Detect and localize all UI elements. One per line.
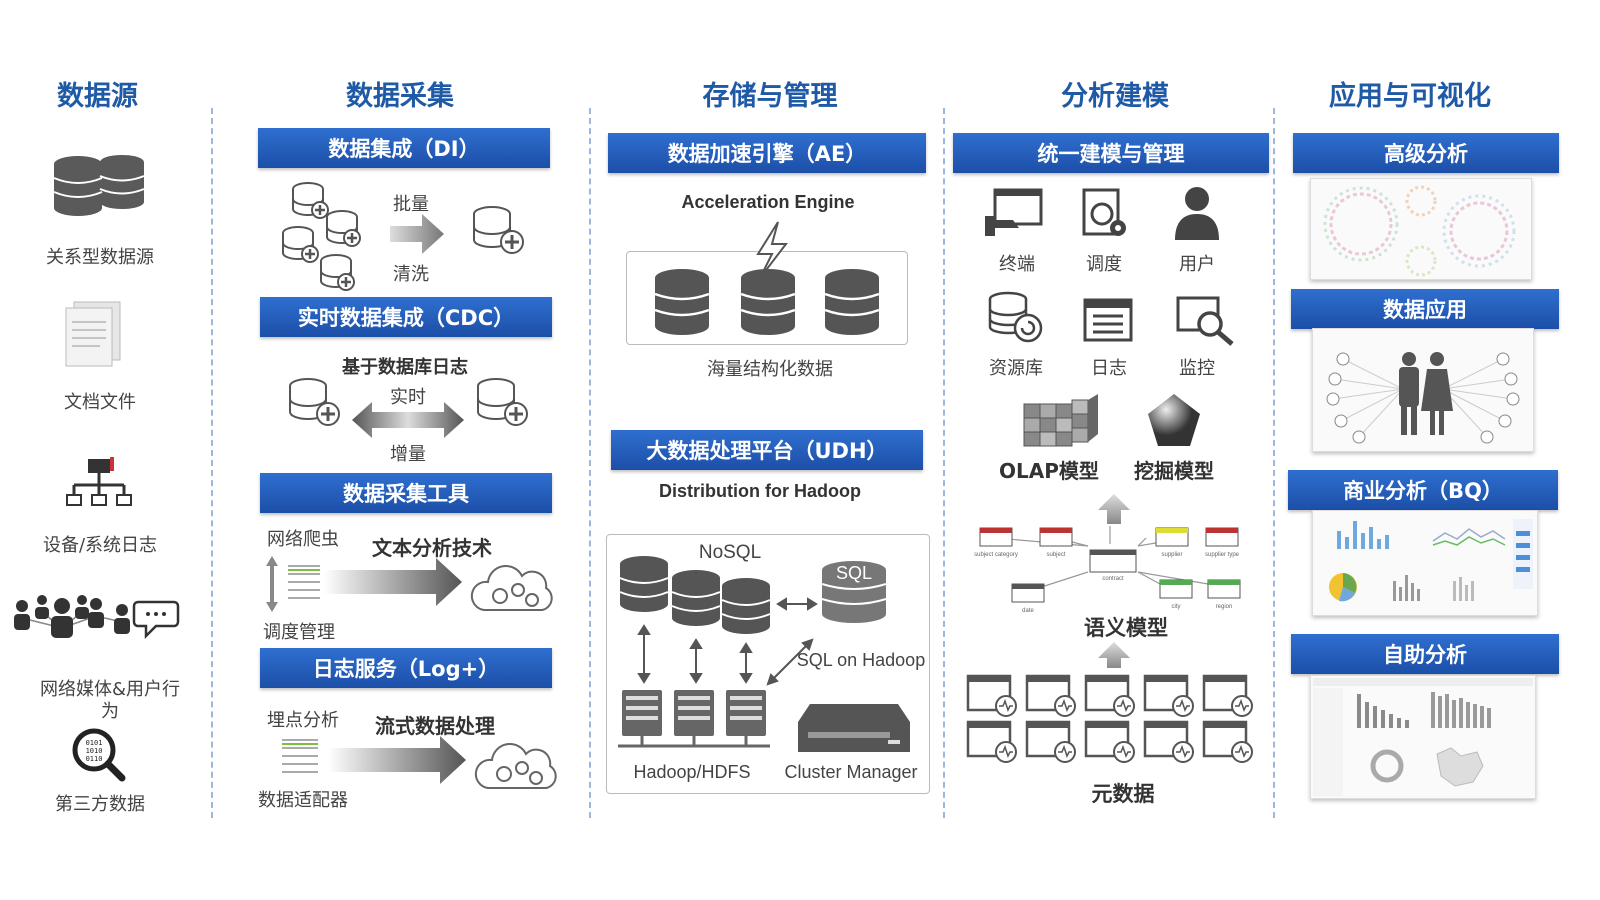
semantic-model-diagram: subject category subject contract suppli… — [974, 494, 1241, 668]
ae-subtitle: Acceleration Engine — [681, 192, 855, 212]
advanced-analysis-header: 高级分析 — [1293, 133, 1559, 173]
schedule-label: 调度 — [1086, 254, 1122, 275]
self-service-header: 自助分析 — [1291, 634, 1559, 674]
text-analysis-label: 文本分析技术 — [372, 536, 492, 560]
text-processing-flow-icon — [266, 556, 553, 612]
accelerated-databases-icon — [654, 221, 880, 335]
entity-label: city — [1172, 604, 1181, 610]
network-device-icon — [66, 457, 132, 506]
log-icon — [1083, 298, 1133, 342]
hdfs-label: Hadoop/HDFS — [633, 762, 751, 782]
entity-label: supplier — [1161, 552, 1182, 558]
olap-model-label: OLAP模型 — [999, 459, 1099, 483]
document-icon — [65, 301, 121, 367]
entity-label: date — [1022, 608, 1034, 614]
udh-header: 大数据处理平台（UDH） — [611, 430, 923, 470]
entity-label: subject category — [974, 552, 1018, 558]
tools-header: 数据采集工具 — [260, 473, 552, 513]
business-analysis-thumbnail — [1312, 510, 1538, 616]
database-add-icon — [282, 182, 361, 291]
crawler-label: 网络爬虫 — [267, 529, 339, 550]
social-network-icon — [14, 595, 180, 640]
scheduling-label: 调度管理 — [263, 622, 335, 643]
source-third-party-label: 第三方数据 — [55, 794, 145, 815]
tracking-label: 埋点分析 — [267, 710, 339, 731]
di-header: 数据集成（DI） — [258, 128, 550, 168]
svg-text:0101: 0101 — [86, 739, 103, 747]
olap-cube-icon — [1023, 394, 1098, 447]
double-arrow-icon — [352, 402, 464, 438]
nosql-label: NoSQL — [698, 542, 762, 563]
entity-label: supplier type — [1205, 552, 1240, 558]
column-title-analysis: 分析建模 — [1061, 81, 1169, 112]
semantic-model-label: 语义模型 — [1084, 616, 1168, 640]
metadata-label: 元数据 — [1091, 782, 1155, 806]
source-relational-label: 关系型数据源 — [46, 247, 154, 268]
incremental-label: 增量 — [390, 444, 426, 465]
svg-text:0110: 0110 — [86, 755, 103, 763]
user-label: 用户 — [1179, 254, 1215, 275]
log-header: 日志服务（Log+） — [260, 648, 552, 688]
business-analysis-header: 商业分析（BQ） — [1288, 470, 1558, 510]
entity-boxes — [979, 527, 1241, 603]
schedule-icon — [1082, 188, 1126, 236]
entity-label: region — [1216, 604, 1233, 610]
column-divider — [589, 108, 591, 818]
modeling-header: 统一建模与管理 — [953, 133, 1269, 173]
source-documents-label: 文档文件 — [64, 392, 136, 413]
realtime-label: 实时 — [390, 387, 426, 408]
column-title-sources: 数据源 — [57, 81, 138, 112]
advanced-analysis-thumbnail — [1310, 178, 1532, 280]
log-label: 日志 — [1091, 358, 1127, 379]
cdc-header: 实时数据集成（CDC） — [260, 297, 552, 337]
column-divider — [1273, 108, 1275, 818]
source-device-logs-label: 设备/系统日志 — [42, 535, 158, 556]
udh-subtitle: Distribution for Hadoop — [659, 481, 861, 501]
terminal-label: 终端 — [999, 254, 1035, 275]
self-service-thumbnail — [1310, 675, 1536, 799]
ae-header: 数据加速引擎（AE） — [608, 133, 926, 173]
hadoop-architecture-icon — [618, 556, 910, 752]
relational-database-icon — [53, 155, 145, 216]
data-application-thumbnail — [1312, 328, 1534, 452]
column-title-storage: 存储与管理 — [702, 81, 838, 112]
sql-label: SQL — [835, 563, 873, 583]
svg-text:1010: 1010 — [86, 747, 103, 755]
log-processing-flow-icon — [282, 736, 557, 789]
sql-on-hadoop-label: SQL on Hadoop — [796, 650, 926, 670]
mining-gem-icon — [1148, 394, 1200, 446]
column-divider — [943, 108, 945, 818]
ae-caption: 海量结构化数据 — [707, 359, 833, 380]
source-social-label-1: 网络媒体&用户行 — [39, 679, 181, 700]
terminal-icon — [985, 188, 1043, 236]
cluster-manager-label: Cluster Manager — [784, 762, 918, 782]
adapter-label: 数据适配器 — [258, 790, 348, 811]
magnifier-binary-icon: 0101 1010 0110 — [72, 728, 126, 782]
monitor-icon — [1176, 296, 1234, 346]
batch-label: 批量 — [393, 194, 429, 215]
cdc-subtitle: 基于数据库日志 — [342, 357, 468, 378]
repository-label: 资源库 — [989, 358, 1043, 379]
entity-label: contract — [1102, 576, 1124, 582]
database-add-icon — [477, 378, 528, 426]
stream-processing-label: 流式数据处理 — [375, 714, 495, 738]
entity-label: subject — [1046, 552, 1065, 558]
source-social-label-2: 为 — [101, 701, 119, 722]
data-application-header: 数据应用 — [1291, 289, 1559, 329]
repository-icon — [988, 291, 1043, 343]
clean-label: 清洗 — [393, 264, 429, 285]
user-icon — [1175, 187, 1219, 240]
column-title-collection: 数据采集 — [346, 81, 454, 112]
mining-model-label: 挖掘模型 — [1134, 459, 1214, 483]
column-title-application: 应用与可视化 — [1329, 81, 1491, 112]
database-add-icon — [289, 378, 340, 426]
database-add-icon — [473, 206, 524, 254]
monitor-label: 监控 — [1179, 358, 1215, 379]
column-divider — [211, 108, 213, 818]
metadata-grid — [966, 674, 1254, 764]
arrow-right-icon — [390, 214, 444, 254]
